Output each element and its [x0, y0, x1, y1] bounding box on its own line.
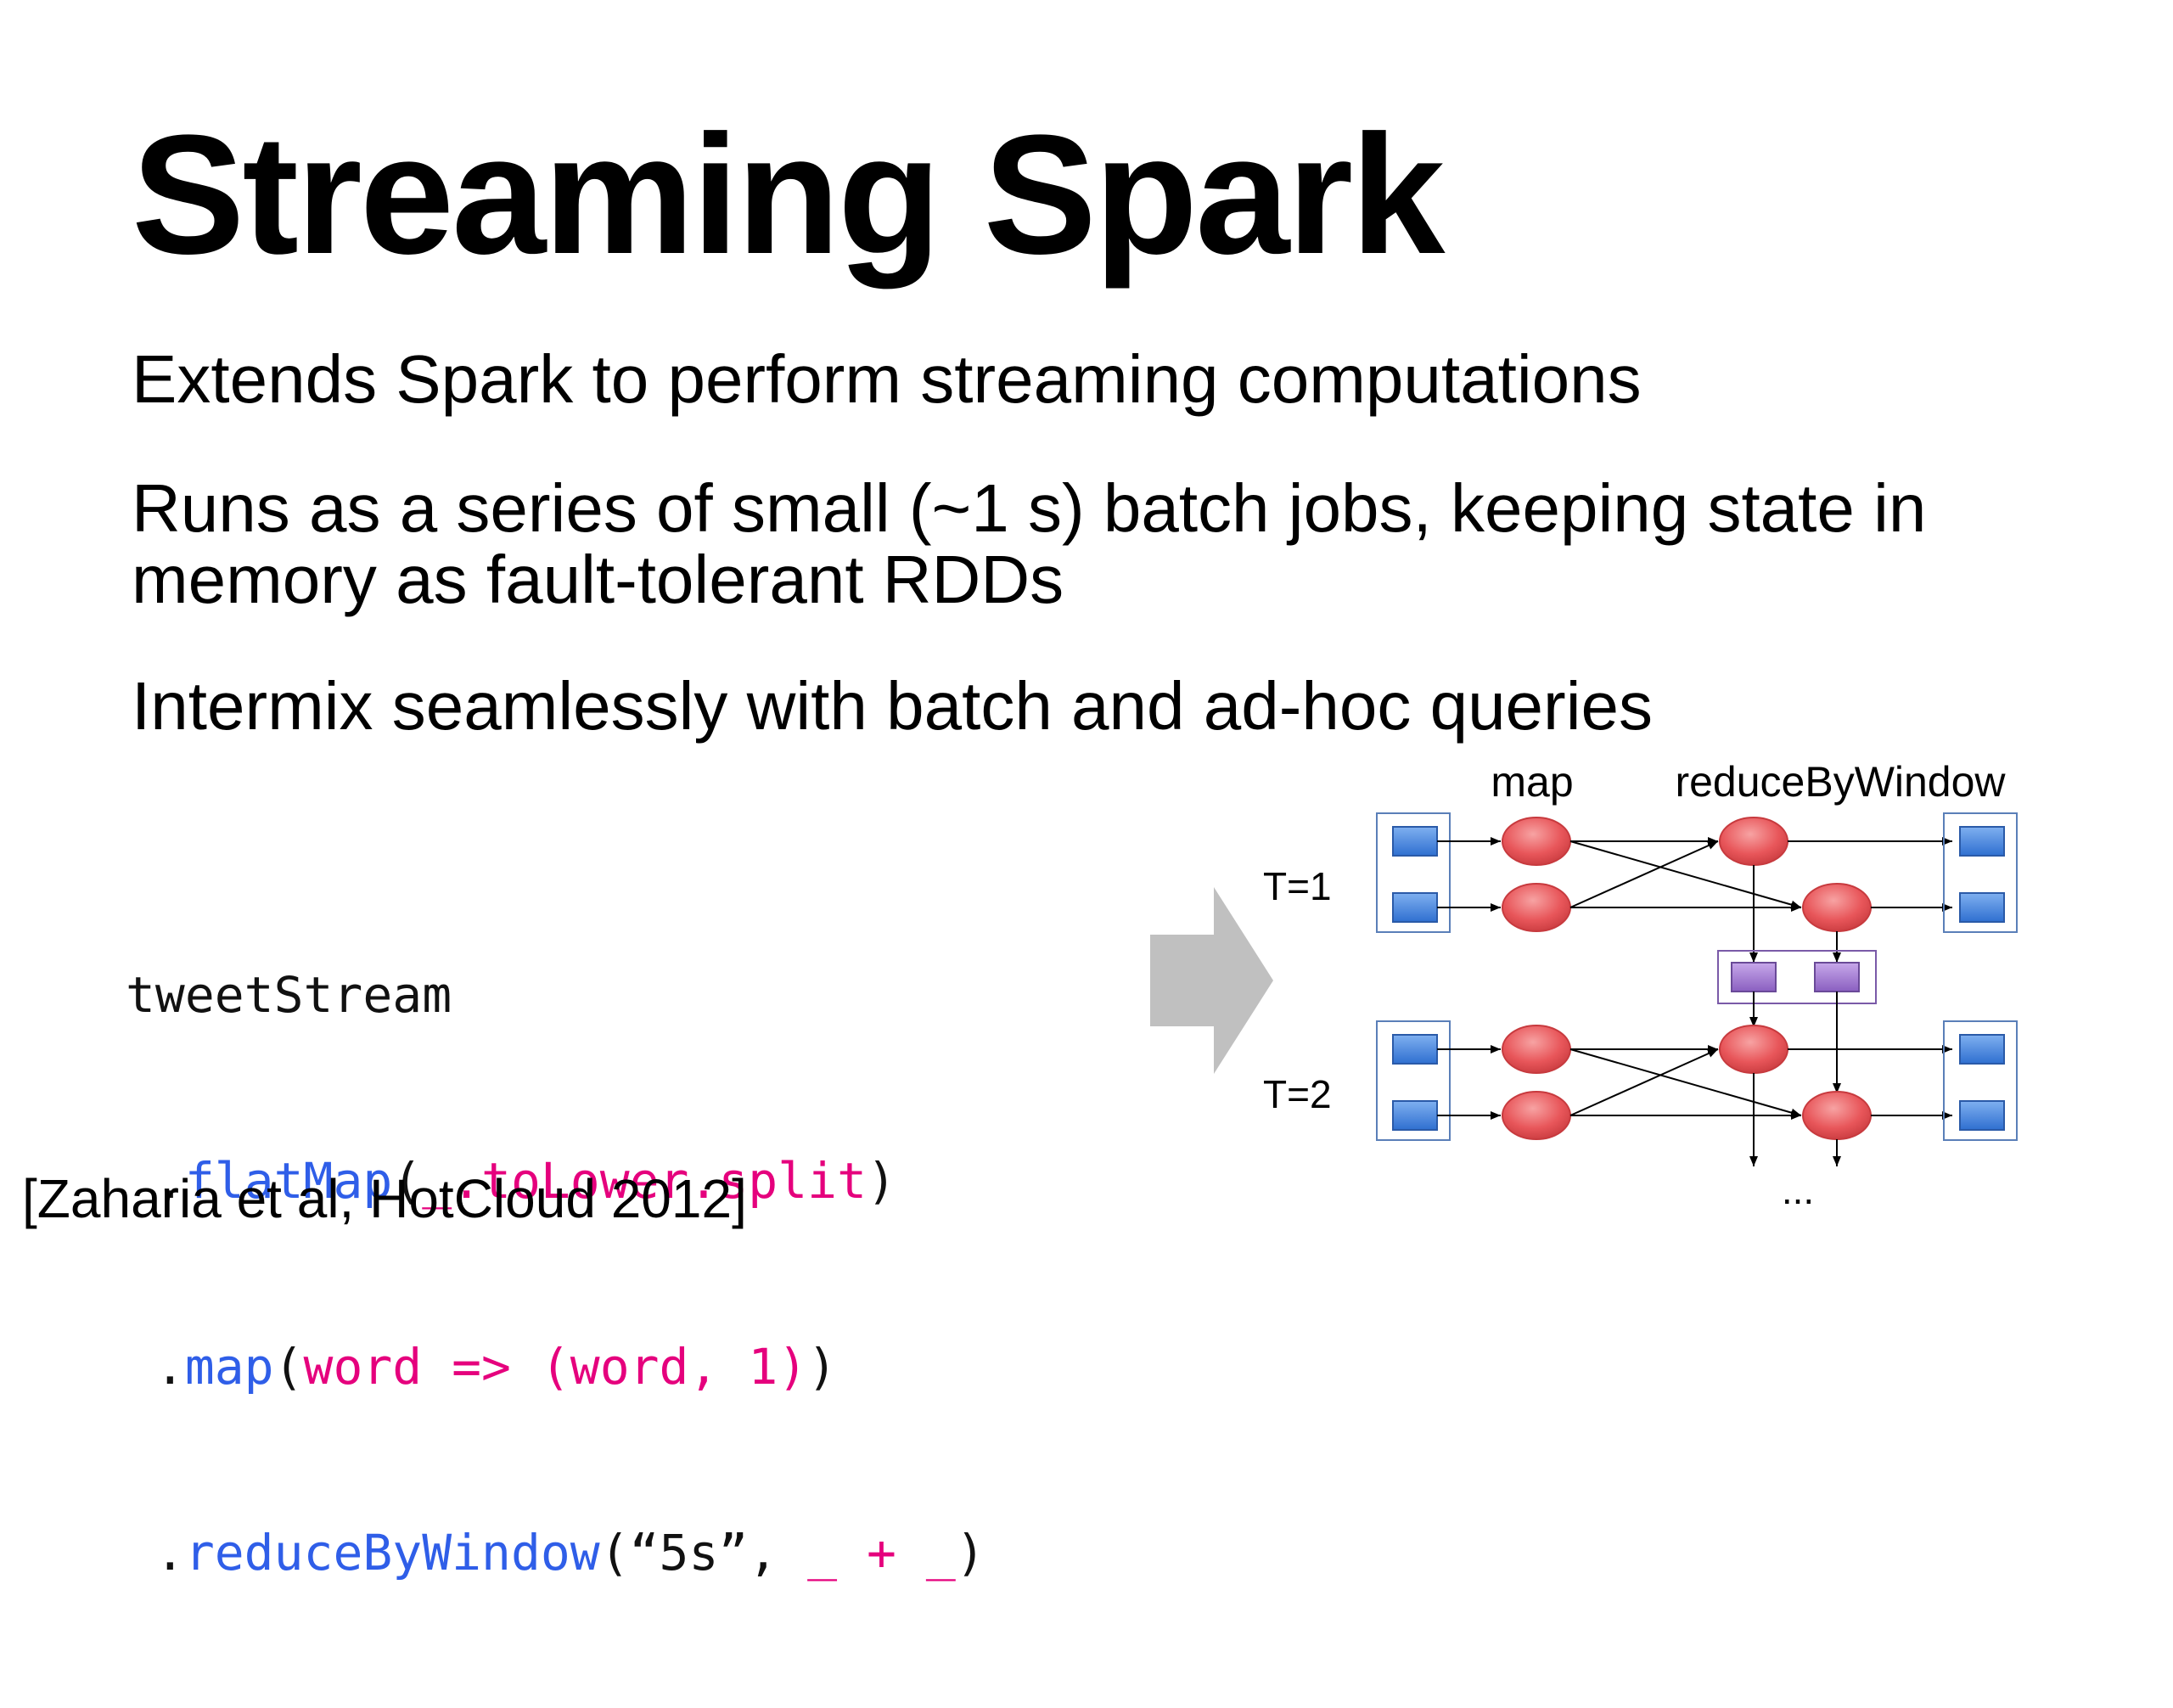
code-arg: _ + _ [807, 1524, 956, 1582]
output-block [1959, 1034, 2005, 1065]
label-t2: T=2 [1263, 1072, 1332, 1116]
slide-title: Streaming Spark [132, 100, 1445, 289]
map-node [1502, 1025, 1571, 1074]
code-arg: _.toLower.split [422, 1152, 867, 1210]
code-open: ( [273, 1338, 304, 1396]
input-block [1392, 1100, 1438, 1131]
code-fn-flatmap: flatMap [184, 1152, 393, 1210]
reduce-node [1719, 817, 1788, 866]
code-close: ) [807, 1338, 838, 1396]
bullet-3: Intermix seamlessly with batch and ad-ho… [132, 668, 1653, 744]
bullet-2-line-2: memory as fault-tolerant RDDs [132, 542, 1064, 617]
code-arg: word => (word, 1) [303, 1338, 808, 1396]
output-frame-t1 [1943, 812, 2018, 933]
big-arrow-icon [1150, 887, 1273, 1074]
code-line-4: .reduceByWindow(“5s”, _ + _) [126, 1522, 985, 1584]
code-dot: . [126, 1152, 185, 1210]
state-frame [1717, 950, 1877, 1004]
bullet-2: Runs as a series of small (~1 s) batch j… [132, 473, 1926, 615]
code-close: ) [955, 1524, 985, 1582]
map-node [1502, 883, 1571, 932]
input-block [1392, 826, 1438, 857]
code-close: ) [867, 1152, 896, 1210]
input-block [1392, 892, 1438, 923]
input-frame-t1 [1376, 812, 1451, 933]
code-open: ( [392, 1152, 423, 1210]
input-block [1392, 1034, 1438, 1065]
map-node [1502, 1091, 1571, 1140]
state-block [1814, 962, 1860, 992]
output-frame-t2 [1943, 1020, 2018, 1141]
label-reducebywindow: reduceByWindow [1675, 758, 2006, 806]
citation: [Zaharia et al, HotCloud 2012] [22, 1168, 747, 1229]
output-block [1959, 892, 2005, 923]
reduce-node [1802, 1091, 1872, 1140]
slide: Streaming Spark Extends Spark to perform… [22, 100, 2018, 1582]
reduce-node [1719, 1025, 1788, 1074]
output-block [1959, 826, 2005, 857]
code-fn-reducebywindow: reduceByWindow [184, 1524, 600, 1582]
input-frame-t2 [1376, 1020, 1451, 1141]
code-open: (“5s”, [599, 1524, 808, 1582]
code-line-1: tweetStream [126, 966, 452, 1024]
label-map: map [1491, 758, 1573, 806]
bullet-2-line-1: Runs as a series of small (~1 s) batch j… [132, 470, 1927, 546]
streaming-diagram: map reduceByWindow T=1 T=2 ... [1150, 758, 2018, 1212]
code-dot: . [126, 1338, 185, 1396]
map-node [1502, 817, 1571, 866]
reduce-node [1802, 883, 1872, 932]
code-line-3: .map(word => (word, 1)) [126, 1336, 985, 1398]
label-ellipsis: ... [1782, 1168, 1814, 1212]
bullet-1: Extends Spark to perform streaming compu… [132, 341, 1642, 417]
output-block [1959, 1100, 2005, 1131]
code-line-2: .flatMap(_.toLower.split) [126, 1150, 985, 1212]
code-dot: . [126, 1524, 185, 1582]
code-fn-map: map [184, 1338, 274, 1396]
label-t1: T=1 [1263, 864, 1332, 908]
state-block [1731, 962, 1777, 992]
